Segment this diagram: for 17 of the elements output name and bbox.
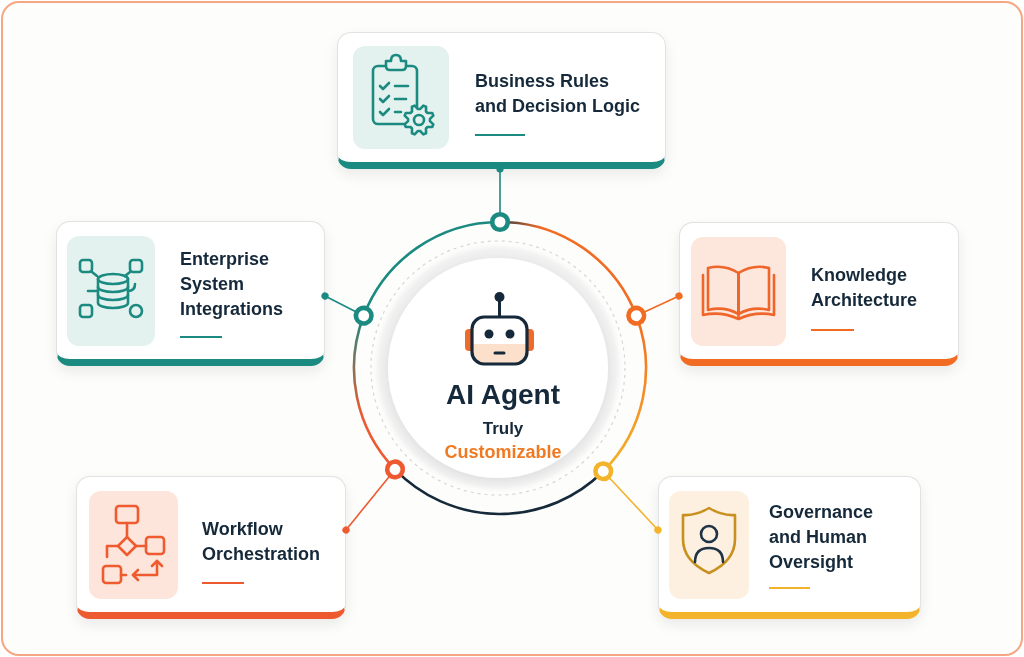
connector-line (626, 292, 683, 326)
feature-card (658, 476, 921, 619)
connector-line (593, 461, 662, 534)
feature-card (337, 32, 666, 169)
card-title: Workflow Orchestration (202, 518, 322, 566)
card-title: Enterprise System Integrations (180, 248, 284, 321)
feature-card (679, 222, 959, 366)
card-title: Knowledge Architecture (811, 264, 919, 312)
card-title: Governance and Human Oversight (769, 501, 875, 574)
hub-subtitle: Truly (482, 418, 524, 440)
feature-card (56, 221, 325, 366)
connector-line (321, 292, 374, 326)
connector-line (342, 459, 406, 534)
card-title: Business Rules and Decision Logic (475, 70, 642, 118)
feature-card (76, 476, 346, 619)
hub-highlight: Customizable (444, 441, 562, 463)
hub-title: AI Agent (445, 378, 561, 412)
